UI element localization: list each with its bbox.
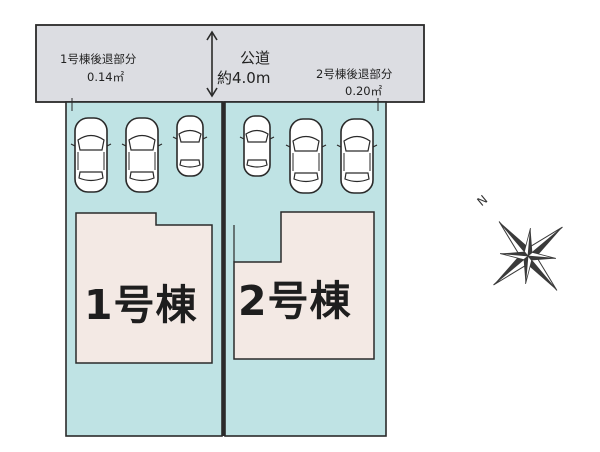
setback-label-2: 2号棟後退部分 xyxy=(316,67,393,81)
parking-space-2-1 xyxy=(239,115,275,177)
public-road xyxy=(35,24,425,103)
compass-north-label: N xyxy=(474,192,490,208)
parking-space-2-2 xyxy=(285,118,327,194)
parking-space-2-3 xyxy=(336,118,378,194)
building-2-footprint xyxy=(233,211,375,360)
parking-space-1-2 xyxy=(121,117,163,193)
road-name: 公道 xyxy=(240,49,271,67)
building-1-label: 1号棟 xyxy=(84,281,198,329)
setback-area-1: 0.14㎡ xyxy=(87,70,125,84)
parking-space-1-3 xyxy=(172,115,208,177)
setback-label-1: 1号棟後退部分 xyxy=(60,52,137,66)
road-width-dimension xyxy=(206,30,218,98)
setback-area-2: 0.20㎡ xyxy=(345,84,383,98)
building-1-footprint xyxy=(75,212,213,364)
compass-rose-icon xyxy=(493,221,563,291)
road-width: 約4.0m xyxy=(217,69,271,87)
building-2-label: 2号棟 xyxy=(238,277,352,325)
parking-space-1-1 xyxy=(70,117,112,193)
